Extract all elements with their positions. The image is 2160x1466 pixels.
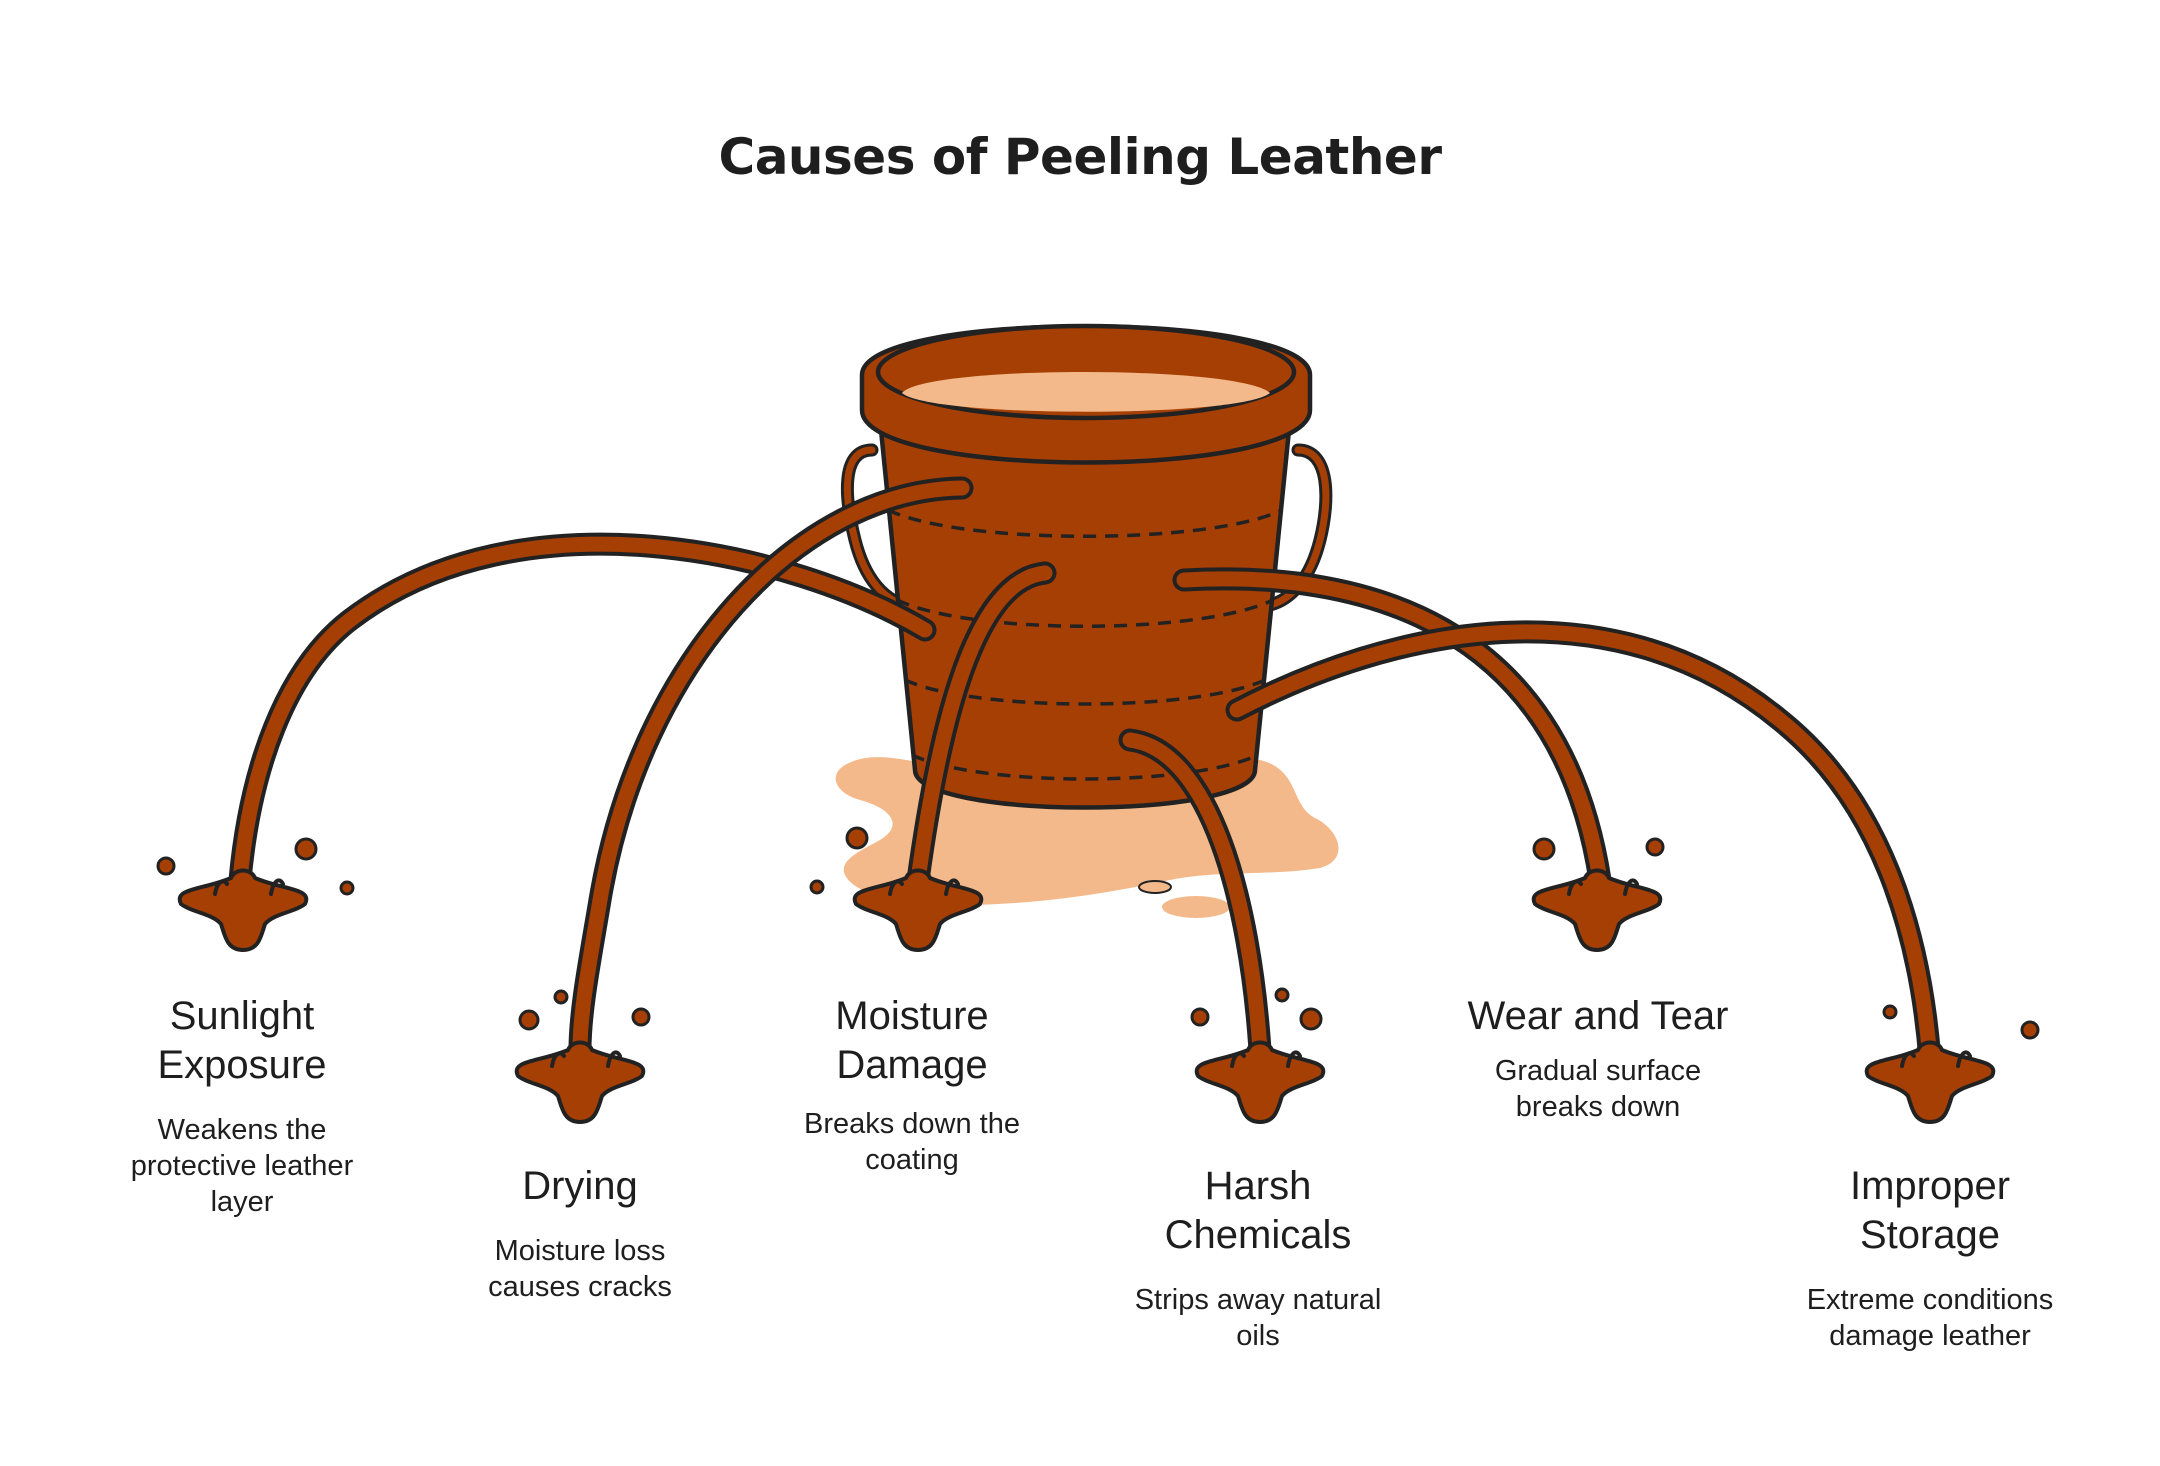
- splash-icon: [514, 989, 651, 1124]
- cause-name: Drying: [522, 1164, 638, 1208]
- cause-description: Weakens the protective leather layer: [130, 1114, 354, 1218]
- cause-drying: Drying Moisture loss causes cracks: [390, 1162, 770, 1305]
- splash-icon: [156, 837, 355, 952]
- cause-name: Moisture Damage: [835, 994, 989, 1087]
- cause-name: Sunlight Exposure: [157, 994, 327, 1087]
- cause-sunlight-exposure: Sunlight Exposure Weakens the protective…: [52, 992, 432, 1220]
- cause-wear-and-tear: Wear and Tear Gradual surface breaks dow…: [1408, 992, 1788, 1125]
- splash-icon: [1190, 987, 1326, 1124]
- cause-description: Strips away natural oils: [1134, 1284, 1382, 1352]
- cause-description: Moisture loss causes cracks: [488, 1235, 672, 1303]
- cause-name: Improper Storage: [1849, 1164, 2011, 1257]
- page-title: Causes of Peeling Leather: [718, 128, 1443, 186]
- splash-icon: [1531, 837, 1665, 952]
- cause-description: Breaks down the coating: [803, 1108, 1020, 1176]
- bucket-icon: [840, 323, 1333, 810]
- splash-icon: [1864, 1004, 2040, 1124]
- cause-improper-storage: Improper Storage Extreme conditions dama…: [1740, 1162, 2120, 1354]
- cause-name: Wear and Tear: [1467, 994, 1729, 1038]
- splash-icon: [809, 826, 984, 952]
- cause-description: Gradual surface breaks down: [1494, 1055, 1702, 1123]
- cause-description: Extreme conditions damage leather: [1806, 1284, 2054, 1352]
- liquid-streams: [228, 476, 1942, 1072]
- cause-moisture-damage: Moisture Damage Breaks down the coating: [722, 992, 1102, 1178]
- cause-name: Harsh Chemicals: [1164, 1164, 1352, 1257]
- cause-harsh-chemicals: Harsh Chemicals Strips away natural oils: [1068, 1162, 1448, 1354]
